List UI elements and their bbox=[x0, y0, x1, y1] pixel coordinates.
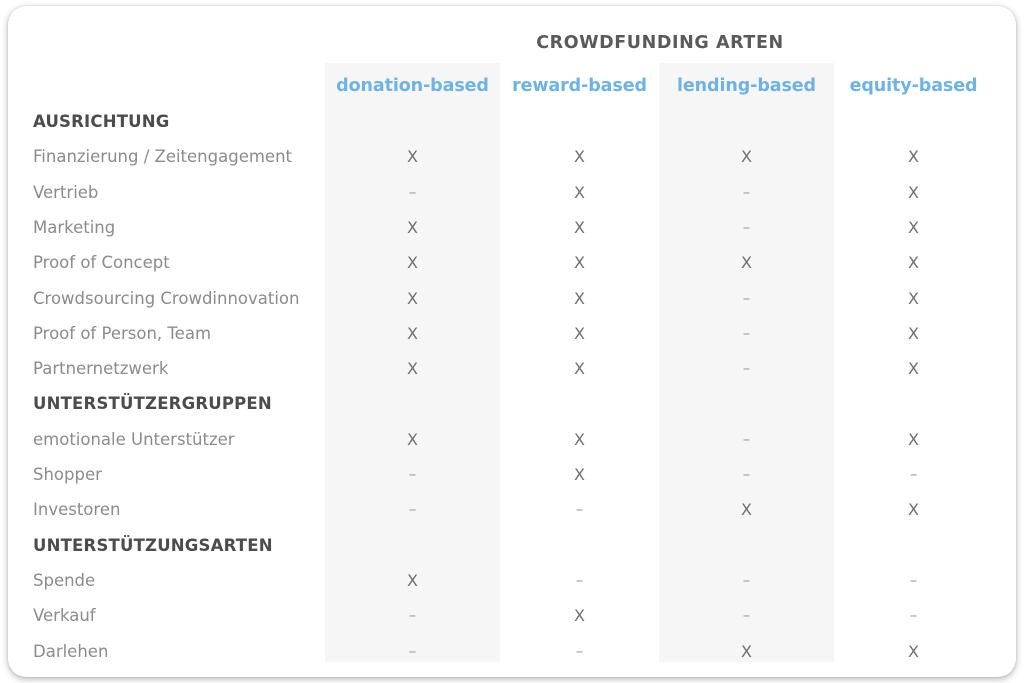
row-label: emotionale Unterstützer bbox=[33, 429, 235, 449]
table-cell: X bbox=[574, 147, 585, 167]
table-cell: X bbox=[407, 147, 418, 167]
table-cell: – bbox=[742, 606, 751, 625]
column-band-donation-based bbox=[325, 63, 500, 662]
table-cell: X bbox=[407, 253, 418, 273]
table-cell: X bbox=[574, 606, 585, 626]
table-cell: X bbox=[741, 641, 752, 661]
table-cell: – bbox=[408, 606, 417, 625]
table-cell: X bbox=[908, 182, 919, 202]
column-header-reward-based[interactable]: reward-based bbox=[512, 76, 647, 96]
column-header-donation-based[interactable]: donation-based bbox=[336, 76, 489, 96]
column-header-equity-based[interactable]: equity-based bbox=[849, 76, 978, 96]
table-cell: X bbox=[574, 253, 585, 273]
table-cell: X bbox=[574, 182, 585, 202]
row-label: Spende bbox=[33, 570, 96, 590]
table-cell: X bbox=[908, 323, 919, 343]
table-cell: – bbox=[575, 500, 584, 519]
table-cell: X bbox=[908, 641, 919, 661]
row-label: Partnernetzwerk bbox=[33, 359, 169, 379]
table-cell: X bbox=[407, 288, 418, 308]
table-cell: X bbox=[574, 217, 585, 237]
table-cell: – bbox=[408, 641, 417, 660]
table-cell: X bbox=[908, 500, 919, 520]
table-cell: X bbox=[574, 429, 585, 449]
row-label: Shopper bbox=[33, 465, 102, 484]
table-cell: – bbox=[575, 641, 584, 660]
table-cell: – bbox=[742, 323, 751, 342]
table-cell: X bbox=[908, 359, 919, 379]
table-cell: X bbox=[908, 288, 919, 308]
row-label: Finanzierung / Zeitengagement bbox=[33, 147, 292, 167]
table-cell: X bbox=[908, 253, 919, 273]
table-cell: X bbox=[407, 570, 418, 590]
comparison-card: CROWDFUNDING ARTEN donation-based reward-… bbox=[8, 6, 1016, 677]
table-cell: – bbox=[742, 182, 751, 201]
table-cell: X bbox=[407, 359, 418, 379]
table-cell: X bbox=[574, 288, 585, 308]
section-header: AUSRICHTUNG bbox=[33, 112, 170, 131]
table-cell: X bbox=[407, 323, 418, 343]
row-label: Proof of Person, Team bbox=[33, 323, 212, 343]
table-cell: X bbox=[407, 217, 418, 237]
column-header-lending-based[interactable]: lending-based bbox=[677, 76, 816, 96]
table-cell: – bbox=[742, 465, 751, 483]
section-header: UNTERSTÜTZUNGSARTEN bbox=[33, 535, 273, 555]
table-cell: – bbox=[742, 217, 751, 236]
table-cell: – bbox=[408, 500, 417, 519]
table-cell: X bbox=[908, 429, 919, 449]
row-label: Darlehen bbox=[33, 641, 109, 661]
table-cell: – bbox=[909, 606, 918, 625]
table-cell: – bbox=[742, 429, 751, 448]
table-cell: X bbox=[908, 147, 919, 167]
table-cell: X bbox=[741, 147, 752, 167]
table-cell: X bbox=[741, 500, 752, 520]
table-cell: – bbox=[742, 570, 751, 589]
page-title: CROWDFUNDING ARTEN bbox=[536, 33, 784, 53]
row-label: Investoren bbox=[33, 500, 121, 520]
table-cell: X bbox=[574, 323, 585, 343]
table-cell: X bbox=[574, 359, 585, 379]
table-cell: – bbox=[575, 570, 584, 589]
comparison-table: donation-based reward-based lending-based e… bbox=[8, 6, 1016, 677]
table-cell: X bbox=[741, 253, 752, 273]
row-label: Crowdsourcing Crowdinnovation bbox=[33, 288, 300, 308]
table-cell: X bbox=[908, 217, 919, 237]
table-cell: X bbox=[574, 465, 585, 484]
table-cell: – bbox=[408, 465, 417, 483]
table-cell: – bbox=[909, 465, 918, 483]
table-cell: – bbox=[909, 570, 918, 589]
row-label: Verkauf bbox=[33, 606, 96, 626]
table-cell: – bbox=[742, 359, 751, 378]
row-label: Proof of Concept bbox=[33, 253, 170, 273]
row-label: Vertrieb bbox=[33, 182, 99, 202]
table-cell: X bbox=[407, 429, 418, 449]
table-cell: – bbox=[742, 288, 751, 307]
table-cell: – bbox=[408, 182, 417, 201]
row-label: Marketing bbox=[33, 217, 116, 237]
column-band-lending-based bbox=[659, 63, 834, 662]
section-header: UNTERSTÜTZERGRUPPEN bbox=[33, 394, 272, 414]
